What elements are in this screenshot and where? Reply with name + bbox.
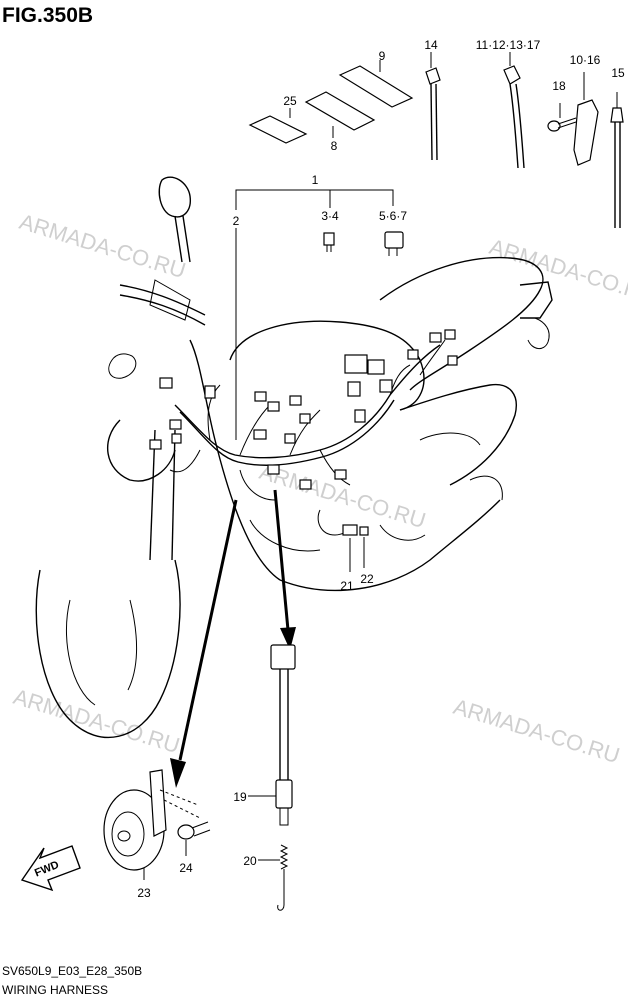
watermark: ARMADA-CO.RU <box>11 684 183 758</box>
callout-21-22-leaders <box>349 537 365 572</box>
watermark: ARMADA-CO.RU <box>451 694 623 768</box>
screw-part <box>547 103 577 132</box>
callout-9: 9 <box>379 49 386 63</box>
spring-part <box>258 844 289 911</box>
fuse-part <box>323 232 335 252</box>
callout-15: 15 <box>611 66 625 80</box>
callout-22: 22 <box>360 572 374 586</box>
callout-25: 25 <box>283 94 297 108</box>
callout-2: 2 <box>233 214 240 228</box>
clamp-part <box>503 52 525 169</box>
fwd-arrow-icon: FWD <box>20 845 81 892</box>
callout-10-16: 10·16 <box>570 53 601 67</box>
pad-parts <box>248 60 414 144</box>
relay-part <box>384 231 404 256</box>
callout-23: 23 <box>137 886 151 900</box>
figure-title: FIG.350B <box>2 4 93 27</box>
cable-tie-part <box>425 52 441 161</box>
callout-labels: 1 2 3·4 5·6·7 9 8 25 14 11·12·13·17 18 1… <box>137 38 625 900</box>
callout-19: 19 <box>233 790 247 804</box>
horn-part <box>103 769 211 880</box>
callout-5-6-7: 5·6·7 <box>379 209 407 223</box>
diagram-caption: WIRING HARNESS <box>2 983 108 997</box>
callout-18: 18 <box>552 79 566 93</box>
motorcycle-outline <box>35 176 553 739</box>
callout-24: 24 <box>179 861 193 875</box>
watermark: ARMADA-CO.RU <box>17 209 189 283</box>
callout-1: 1 <box>312 173 319 187</box>
callout-14: 14 <box>424 38 438 52</box>
callout-20: 20 <box>243 854 257 868</box>
callout-21: 21 <box>340 579 354 593</box>
watermark-layer: ARMADA-CO.RU ARMADA-CO.RU ARMADA-CO.RU A… <box>11 209 628 768</box>
wiring-harness <box>149 329 458 536</box>
callout-1-bracket <box>235 189 394 440</box>
callout-8: 8 <box>331 139 338 153</box>
diagram-code: SV650L9_E03_E28_350B <box>2 964 142 978</box>
anchored-tie-part <box>610 92 624 228</box>
detail-arrows <box>170 489 296 788</box>
callout-11-12-13-17: 11·12·13·17 <box>476 38 541 52</box>
callout-3-4: 3·4 <box>321 209 339 223</box>
switch-part <box>248 644 296 826</box>
clip-part <box>573 72 599 166</box>
watermark: ARMADA-CO.RU <box>487 234 628 308</box>
